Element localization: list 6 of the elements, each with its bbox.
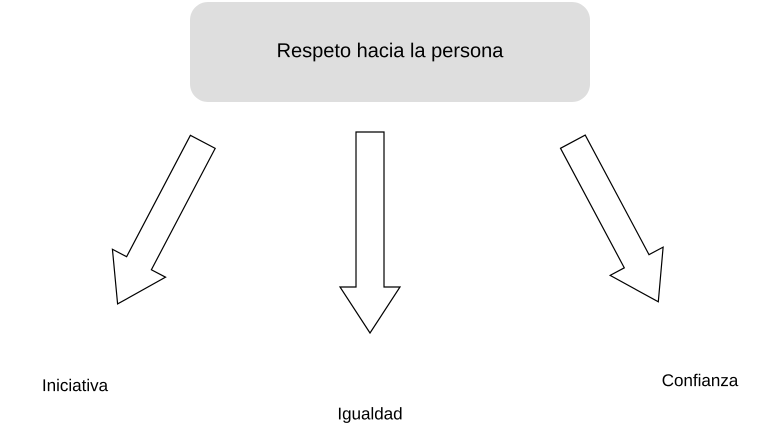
block-arrow [112,134,216,305]
node-label: Iniciativa [44,378,108,392]
node-label: Confianza [662,374,738,386]
block-arrow [338,131,402,334]
node-label: Igualdad [338,407,402,423]
shaded-band: Respeto hacia la persona [190,2,590,102]
